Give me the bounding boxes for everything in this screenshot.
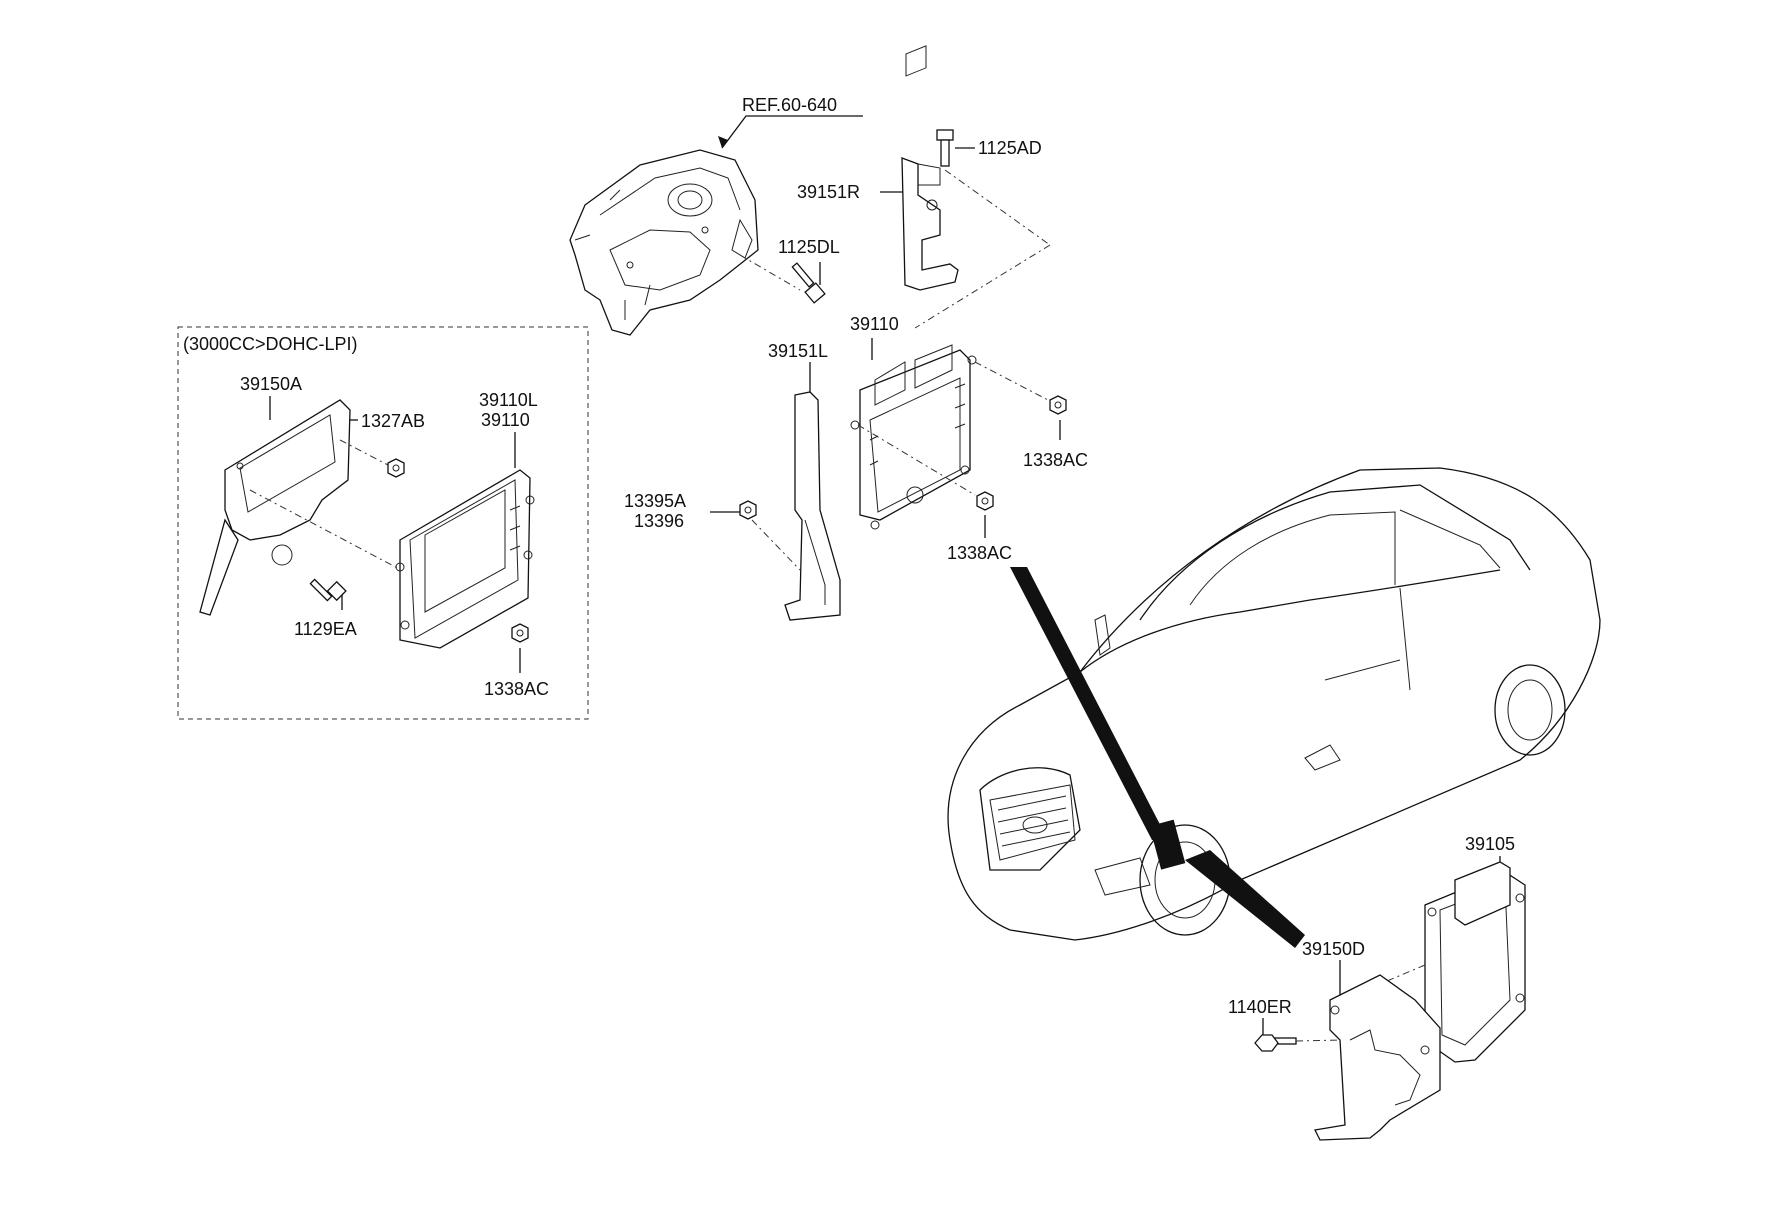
label-1338ac-center: 1338AC — [947, 543, 1012, 563]
label-39110-left: 39110 — [481, 410, 530, 430]
label-39151r: 39151R — [797, 182, 860, 202]
ecu-module-icon — [395, 469, 535, 649]
nut-icon — [1049, 395, 1067, 415]
nut-icon — [976, 491, 994, 511]
group-3000cc-box — [177, 326, 589, 720]
label-13396: 13396 — [634, 511, 684, 531]
bolt-icon — [914, 129, 1051, 329]
label-1327ab: 1327AB — [361, 411, 425, 431]
label-39150d: 39150D — [1302, 939, 1365, 959]
label-1140er: 1140ER — [1228, 997, 1292, 1017]
group-title: (3000CC>DOHC-LPI) — [183, 334, 358, 354]
ecu-module-icon — [850, 45, 1049, 530]
bracket-icon — [901, 157, 959, 291]
fender-panel-icon — [569, 149, 759, 336]
label-39110l: 39110L — [479, 390, 538, 410]
label-39110-top: 39110 — [850, 314, 899, 334]
label-1338ac-right: 1338AC — [1023, 450, 1088, 470]
label-1125dl: 1125DL — [778, 237, 840, 257]
bracket-icon — [784, 391, 841, 621]
nut-icon — [387, 458, 405, 478]
label-1129ea: 1129EA — [294, 619, 357, 639]
label-39150a: 39150A — [240, 374, 302, 394]
nut-icon — [739, 500, 801, 571]
label-1338ac-left: 1338AC — [484, 679, 549, 699]
label-1125ad: 1125AD — [978, 138, 1042, 158]
pointer-lines — [1010, 567, 1305, 948]
bolt-icon — [739, 254, 826, 304]
bracket-icon — [1314, 974, 1441, 1141]
label-39105: 39105 — [1465, 834, 1515, 854]
label-13395a: 13395A — [624, 491, 686, 511]
bolt-icon — [1254, 1034, 1341, 1052]
label-39151l: 39151L — [768, 341, 828, 361]
bolt-icon — [309, 578, 347, 602]
bracket-icon — [199, 399, 421, 616]
label-ref-60-640: REF.60-640 — [742, 95, 837, 115]
nut-icon — [511, 623, 529, 643]
